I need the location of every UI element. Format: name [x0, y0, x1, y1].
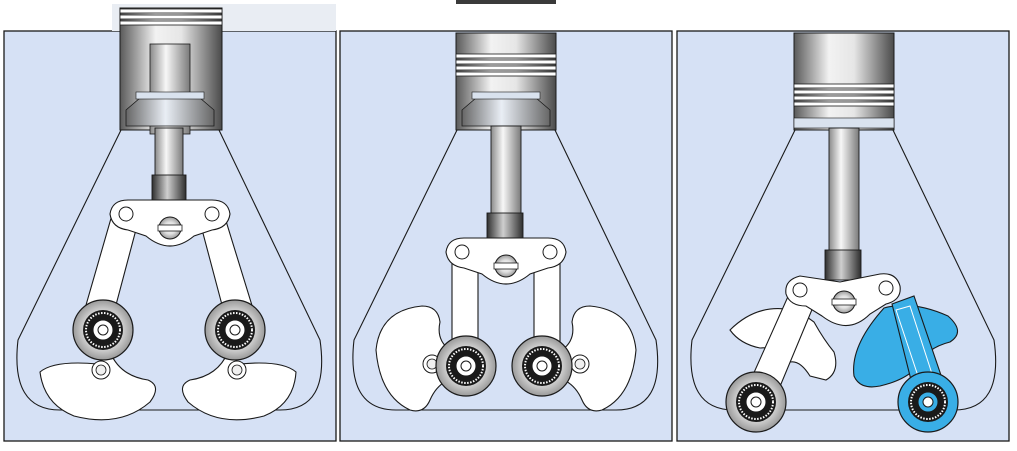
panel-1-piston-bowl	[125, 97, 215, 127]
panel-3-connecting-rod	[828, 127, 860, 255]
panel-1-piston	[119, 7, 223, 135]
panel-2-piston-rings	[455, 53, 557, 77]
panel-1-piston-rings	[119, 8, 223, 26]
panel-3-piston-rings	[793, 83, 895, 107]
panel-3-rocker-plate	[785, 273, 901, 327]
panel-3-rod-nut	[824, 249, 862, 281]
panel-2-bearing-left	[435, 335, 497, 397]
panel-2-piston-bowl	[461, 97, 551, 127]
panel-3-housing-outline	[690, 127, 997, 411]
panel-2-rod-nut	[486, 212, 524, 240]
panel-1-cams	[39, 351, 297, 421]
panel-1-bearing-right	[204, 299, 266, 361]
panel-1-rod-nut	[151, 174, 187, 202]
panel-3-bearing-right-highlighted	[897, 371, 959, 433]
panel-3	[676, 30, 1010, 442]
panel-2	[339, 0, 673, 442]
panel-1	[3, 4, 337, 442]
panel-3-piston	[793, 32, 895, 131]
panel-2-rocker-plate	[445, 237, 567, 285]
panel-2-housing-outline	[352, 127, 659, 411]
panel-2-piston	[455, 32, 557, 131]
panel-1-bearing-left	[72, 299, 134, 361]
panel-2-arms	[451, 257, 561, 351]
panel-1-rocker-plate	[109, 199, 231, 247]
panel-3-bearing-left	[725, 371, 787, 433]
panel-2-connecting-rod	[490, 125, 522, 217]
panel-1-connecting-rod	[154, 127, 184, 177]
panel-1-housing-outline	[16, 127, 323, 411]
panel-2-bearing-right	[511, 335, 573, 397]
panel-2-top-tab	[456, 0, 556, 4]
